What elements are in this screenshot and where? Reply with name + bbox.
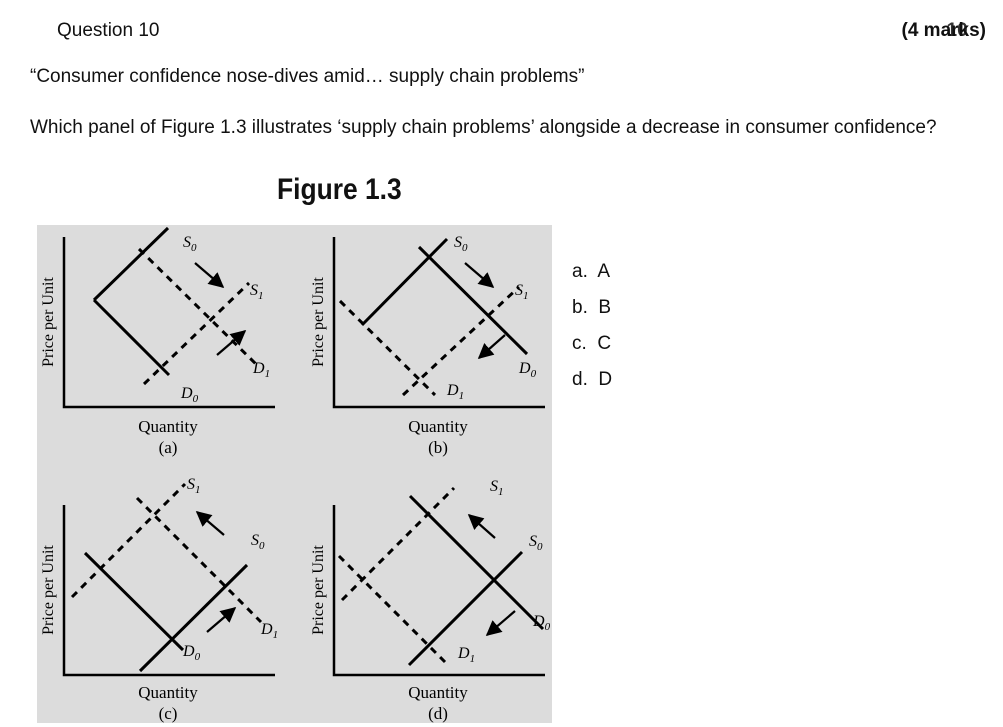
option-b[interactable]: b. B bbox=[572, 297, 612, 333]
supply-s1 bbox=[142, 281, 251, 386]
x-axis-label: Quantity bbox=[408, 683, 468, 702]
marks-text: (4 marks) bbox=[901, 20, 987, 41]
label-d1: D1 bbox=[260, 621, 278, 641]
demand-d1 bbox=[137, 247, 261, 369]
y-axis-label: Price per Unit bbox=[310, 277, 327, 367]
label-d0: D0 bbox=[182, 643, 201, 663]
axes bbox=[332, 237, 545, 409]
arrow-demand-shift bbox=[216, 329, 247, 356]
label-s1: S1 bbox=[490, 478, 504, 498]
panel-label: (c) bbox=[159, 704, 178, 723]
option-letter: c. bbox=[572, 333, 587, 354]
panel-d: Price per Unit S1 S0 D0 D1 Quantity (d) bbox=[310, 478, 551, 723]
supply-s0 bbox=[360, 237, 449, 327]
demand-d1 bbox=[135, 496, 263, 624]
panel-label: (d) bbox=[428, 704, 448, 723]
option-letter: a. bbox=[572, 261, 588, 282]
headline-quote: “Consumer confidence nose-dives amid… su… bbox=[30, 66, 585, 87]
option-c[interactable]: c. C bbox=[572, 333, 612, 369]
figure-title: Figure 1.3 bbox=[277, 173, 402, 206]
axes bbox=[62, 237, 275, 409]
x-axis-label: Quantity bbox=[138, 683, 198, 702]
panel-a: Price per Unit S0 S1 D0 D1 Quantity (a) bbox=[40, 226, 275, 457]
label-d1: D1 bbox=[446, 382, 464, 402]
panel-c: Price per Unit S1 S0 D0 D1 Quantity (c) bbox=[40, 476, 278, 723]
option-text: D bbox=[598, 369, 613, 390]
arrow-demand-shift bbox=[485, 610, 516, 637]
label-d0: D0 bbox=[180, 385, 199, 405]
panel-b: Price per Unit S0 S1 D0 D1 Quantity (b) bbox=[310, 234, 545, 457]
figure-svg: Price per Unit S0 S1 D0 D1 Quantity (a) … bbox=[40, 226, 551, 723]
y-axis-label: Price per Unit bbox=[40, 277, 57, 367]
supply-s1 bbox=[340, 486, 456, 602]
label-s1: S1 bbox=[187, 476, 201, 496]
label-d0: D0 bbox=[532, 613, 551, 633]
supply-s1 bbox=[401, 285, 521, 397]
option-text: A bbox=[597, 261, 611, 282]
option-d[interactable]: d. D bbox=[572, 369, 612, 405]
x-axis-label: Quantity bbox=[138, 417, 198, 436]
answer-options: a. A b. B c. C d. D bbox=[572, 261, 612, 405]
panel-label: (b) bbox=[428, 438, 448, 457]
label-s1: S1 bbox=[250, 282, 264, 302]
marks-label: (4 marks) 10 bbox=[902, 20, 987, 42]
option-letter: b. bbox=[572, 297, 588, 318]
label-s1: S1 bbox=[515, 282, 529, 302]
arrow-supply-shift bbox=[195, 511, 225, 536]
label-s0: S0 bbox=[183, 234, 197, 254]
y-axis-label: Price per Unit bbox=[310, 545, 327, 635]
arrow-supply-shift bbox=[194, 262, 225, 289]
arrow-demand-shift bbox=[477, 334, 506, 360]
supply-s0 bbox=[92, 226, 170, 302]
demand-d1 bbox=[338, 299, 437, 397]
label-d0: D0 bbox=[518, 360, 537, 380]
panel-label: (a) bbox=[159, 438, 178, 457]
supply-s0 bbox=[138, 563, 249, 673]
demand-d0 bbox=[92, 298, 171, 377]
label-s0: S0 bbox=[454, 234, 468, 254]
label-d1: D1 bbox=[457, 645, 475, 665]
arrow-supply-shift bbox=[467, 513, 496, 539]
x-axis-label: Quantity bbox=[408, 417, 468, 436]
arrow-supply-shift bbox=[464, 262, 495, 289]
axes bbox=[62, 505, 275, 677]
question-number: Question 10 bbox=[57, 20, 160, 41]
supply-s1 bbox=[70, 482, 187, 599]
arrow-demand-shift bbox=[206, 606, 237, 633]
option-letter: d. bbox=[572, 369, 588, 390]
option-text: C bbox=[597, 333, 612, 354]
demand-d0 bbox=[408, 494, 545, 631]
supply-s0 bbox=[407, 550, 524, 667]
question-prompt: Which panel of Figure 1.3 illustrates ‘s… bbox=[30, 117, 937, 138]
marks-overlay: 10 bbox=[946, 20, 968, 41]
label-s0: S0 bbox=[529, 533, 543, 553]
label-s0: S0 bbox=[251, 532, 265, 552]
option-a[interactable]: a. A bbox=[572, 261, 612, 297]
option-text: B bbox=[598, 297, 612, 318]
figure-1-3: Price per Unit S0 S1 D0 D1 Quantity (a) … bbox=[37, 225, 552, 723]
demand-d0 bbox=[417, 245, 529, 356]
label-d1: D1 bbox=[252, 360, 270, 380]
y-axis-label: Price per Unit bbox=[40, 545, 57, 635]
axes bbox=[332, 505, 545, 677]
